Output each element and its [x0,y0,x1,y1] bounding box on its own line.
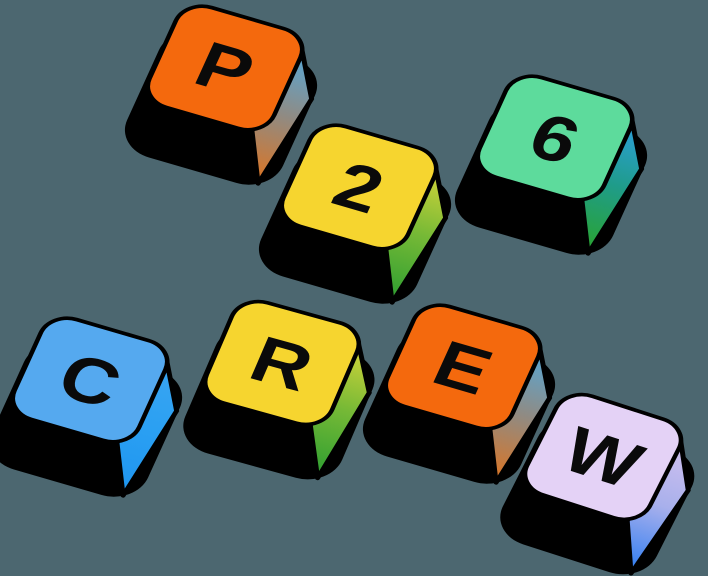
key-w: W [500,392,695,576]
keycap-top [475,74,635,202]
key-2: 2 [258,123,452,305]
keycap-top [383,303,543,431]
key-6: 6 [454,74,648,256]
key-r: R [183,299,375,481]
keycap-top [202,299,362,427]
key-p: P [124,4,318,186]
keycap-top [522,392,684,522]
key-c: C [0,316,183,498]
key-e: E [362,303,556,485]
keycap-top [145,4,305,132]
keycap-top [10,316,170,444]
keycap-top [279,123,439,251]
